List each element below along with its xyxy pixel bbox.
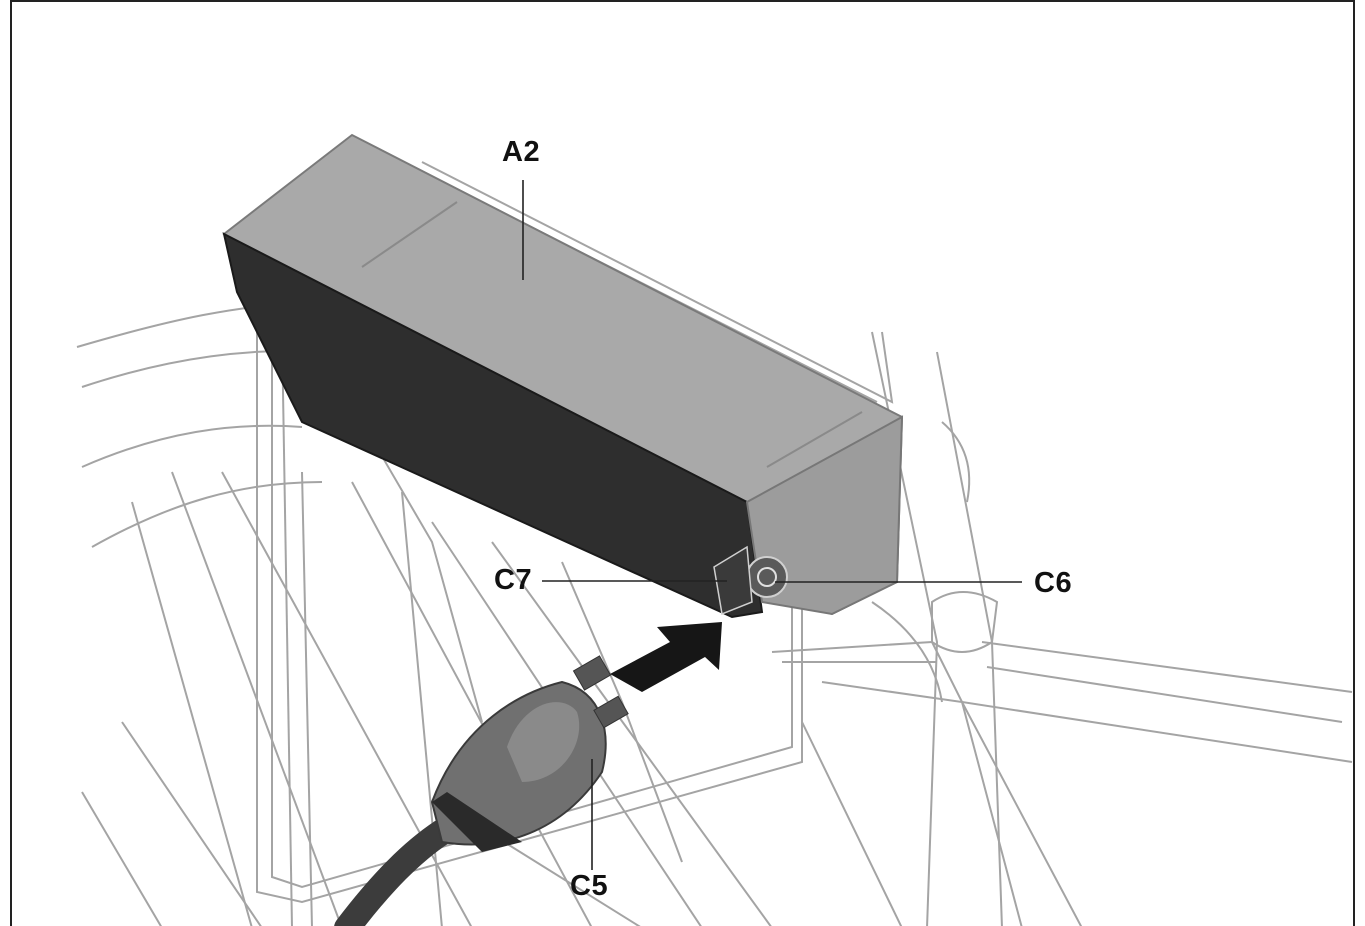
- socket-cover: [713, 545, 753, 616]
- label-c7: C7: [494, 564, 533, 596]
- wheel-and-frame-lines: [76, 161, 1353, 926]
- battery-pack: [222, 133, 904, 619]
- label-a2: A2: [502, 136, 541, 168]
- label-c6: C6: [1034, 567, 1073, 599]
- figure-frame: A2 C7 C6 C5: [10, 0, 1355, 926]
- charging-socket: [746, 556, 788, 598]
- label-c5: C5: [570, 870, 609, 902]
- charger-plug: [334, 655, 629, 926]
- leader-lines: [522, 180, 1022, 870]
- insertion-arrow: [610, 622, 722, 692]
- ebike-battery-charging-illustration: [76, 133, 1353, 926]
